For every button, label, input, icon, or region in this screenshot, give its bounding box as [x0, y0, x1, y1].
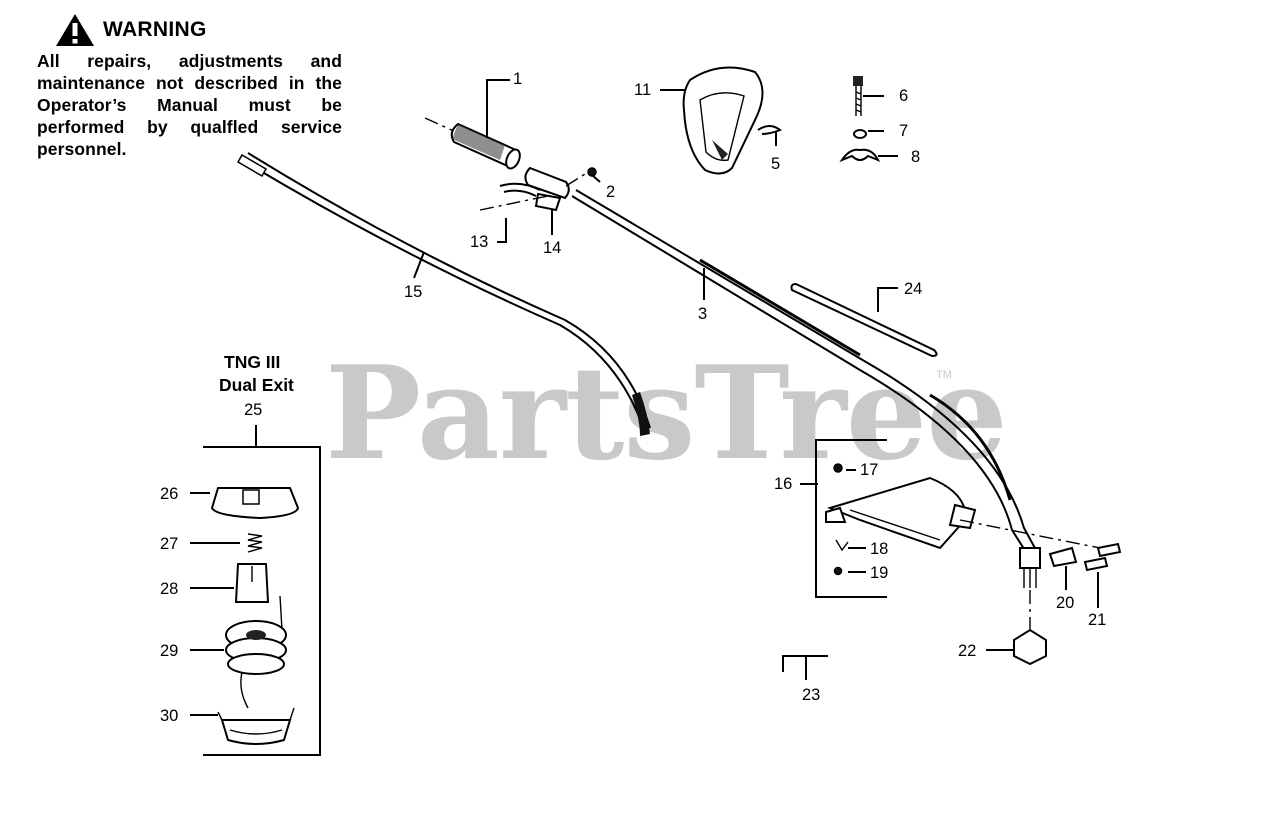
engine-cover	[682, 66, 782, 175]
warning-triangle-icon	[56, 14, 94, 46]
callout-numbers: 1 2 3 5 6 7 8 11 13 14 15 16 17 18 19 20…	[160, 70, 1106, 725]
callout-1: 1	[513, 70, 522, 88]
callout-21: 21	[1088, 611, 1106, 629]
warning-text: All repairs, adjustments and maintenance…	[37, 51, 342, 159]
watermark-trademark: TM	[936, 369, 952, 381]
warning-title: WARNING	[103, 18, 207, 41]
callout-29: 29	[160, 642, 178, 660]
callout-7: 7	[899, 122, 908, 140]
head-group-number: 25	[244, 401, 262, 419]
callout-13: 13	[470, 233, 488, 251]
callout-28: 28	[160, 580, 178, 598]
callout-23: 23	[802, 686, 820, 704]
trimmer-head-group	[203, 425, 321, 756]
callout-6: 6	[899, 87, 908, 105]
callout-22: 22	[958, 642, 976, 660]
leader-lines	[190, 79, 1099, 716]
callout-15: 15	[404, 283, 422, 301]
handle-grip	[424, 117, 521, 170]
callout-5: 5	[771, 155, 780, 173]
warning-notice: WARNING All repairs, adjustments and mai…	[37, 10, 342, 160]
part-23-marker	[782, 655, 828, 672]
callout-20: 20	[1056, 594, 1074, 612]
callout-8: 8	[911, 148, 920, 166]
main-shaft	[571, 189, 1041, 588]
callout-11: 11	[634, 81, 651, 99]
callout-14: 14	[543, 239, 561, 257]
callout-26: 26	[160, 485, 178, 503]
callout-19: 19	[870, 564, 888, 582]
clamp-bolt-nut	[1013, 542, 1122, 666]
bolt-washer-wingnut	[839, 76, 881, 163]
watermark-text: PartsTree	[325, 339, 1007, 489]
callout-17: 17	[860, 461, 878, 479]
head-group-subtitle: Dual Exit	[219, 375, 294, 395]
callout-30: 30	[160, 707, 178, 725]
callout-2: 2	[606, 183, 615, 201]
callout-24: 24	[904, 280, 922, 298]
warning-header: WARNING	[37, 10, 342, 50]
head-group-title: TNG III	[224, 352, 280, 372]
callout-18: 18	[870, 540, 888, 558]
callout-16: 16	[774, 475, 792, 493]
throttle-housing	[479, 166, 597, 212]
shaft-guard-rod	[790, 282, 938, 358]
callout-3: 3	[698, 305, 707, 323]
drive-shaft-cable	[236, 152, 651, 436]
callout-27: 27	[160, 535, 178, 553]
deflector-shield-assembly	[815, 439, 1111, 598]
